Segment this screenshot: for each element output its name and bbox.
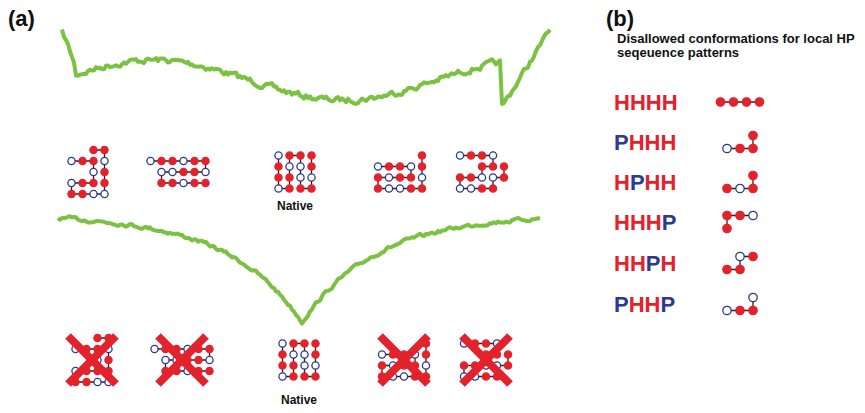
sequence-letter: H <box>614 90 630 115</box>
sequence-letter: H <box>662 90 678 115</box>
disallowed-conformation <box>723 293 757 314</box>
rejection-cross <box>462 336 510 384</box>
lattice-conformation <box>147 157 209 186</box>
sequence-letter: H <box>646 210 662 235</box>
sequence-pattern: PHHH <box>614 130 676 155</box>
lattice-conformation <box>275 152 315 192</box>
lattice-conformation <box>68 146 108 197</box>
sequence-letter: H <box>646 90 662 115</box>
sequence-letter: H <box>629 292 645 317</box>
disallowed-conformation <box>723 131 757 152</box>
sequence-letter: P <box>630 170 645 195</box>
panel-label: (a) <box>8 6 35 31</box>
sequence-letter: H <box>614 210 630 235</box>
sequence-pattern: PHHP <box>614 292 675 317</box>
disallowed-conformation <box>723 171 757 192</box>
sequence-letter: H <box>630 251 646 276</box>
sequence-letter: P <box>614 292 629 317</box>
lattice-conformation <box>374 152 425 192</box>
rejection-cross <box>380 336 428 384</box>
lattice-conformation <box>279 340 319 380</box>
disallowed-conformation <box>723 252 757 273</box>
panel-heading: Disallowed conformations for local HP se… <box>617 32 857 61</box>
sequence-letter: H <box>645 292 661 317</box>
native-label: Native <box>281 394 317 408</box>
disallowed-conformation <box>723 211 757 232</box>
sequence-letter: H <box>630 210 646 235</box>
rejection-cross <box>68 336 116 384</box>
sequence-letter: P <box>646 251 661 276</box>
disallowed-conformation <box>716 98 763 106</box>
funnel-energy-landscape <box>58 216 540 323</box>
sequence-letter: P <box>660 292 675 317</box>
sequence-pattern: HPHH <box>614 170 676 195</box>
sequence-letter: H <box>629 130 645 155</box>
native-label: Native <box>277 200 313 214</box>
lattice-conformation <box>456 152 507 192</box>
sequence-letter: P <box>614 130 629 155</box>
rejection-cross <box>158 336 206 384</box>
sequence-letter: P <box>662 210 677 235</box>
sequence-pattern: HHHH <box>614 90 678 115</box>
sequence-letter: H <box>660 170 676 195</box>
sequence-pattern: HHPH <box>614 251 676 276</box>
sequence-pattern: HHHP <box>614 210 676 235</box>
sequence-letter: H <box>630 90 646 115</box>
rugged-energy-landscape <box>62 30 550 105</box>
sequence-letter: H <box>660 251 676 276</box>
sequence-letter: H <box>645 170 661 195</box>
sequence-letter: H <box>614 170 630 195</box>
sequence-letter: H <box>660 130 676 155</box>
panel-label: (b) <box>606 6 634 31</box>
sequence-letter: H <box>645 130 661 155</box>
sequence-letter: H <box>614 251 630 276</box>
